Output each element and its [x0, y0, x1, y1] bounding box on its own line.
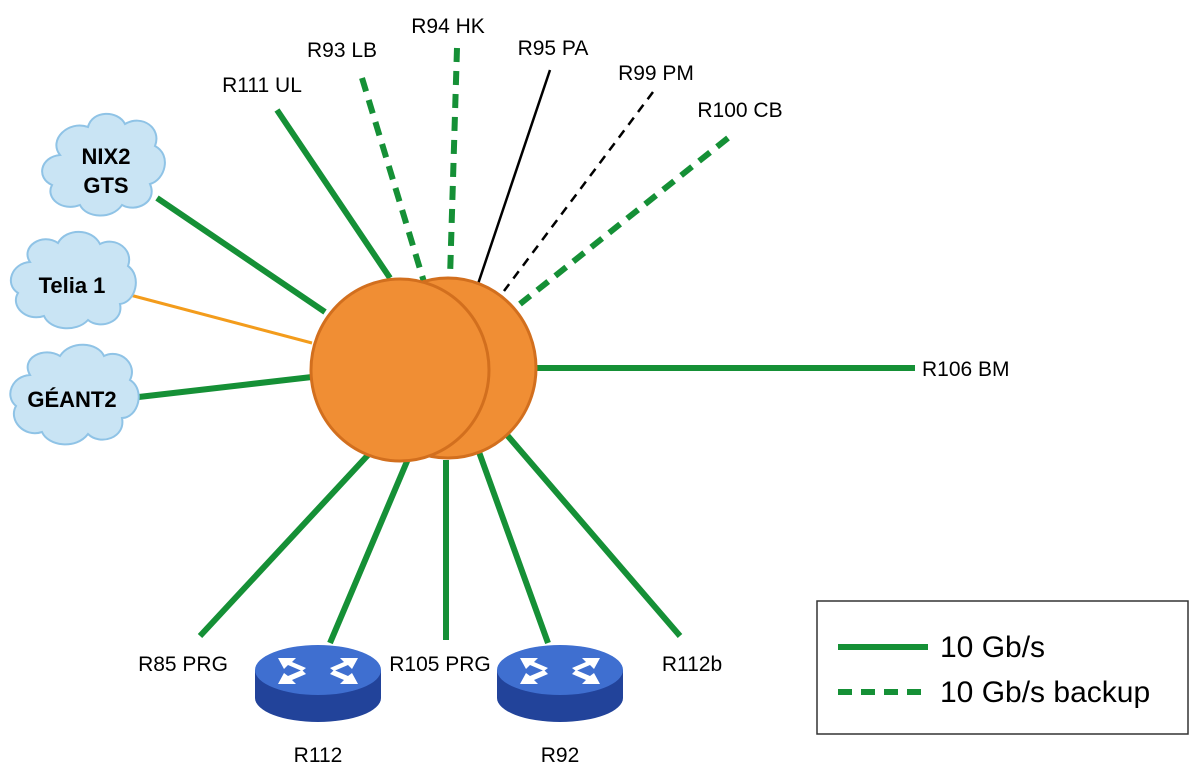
core-node	[309, 276, 538, 463]
link-r112	[327, 457, 411, 645]
label-r100: R100 CB	[697, 99, 782, 122]
label-r85: R85 PRG	[138, 653, 228, 676]
link-r100	[518, 135, 730, 307]
label-r99: R99 PM	[618, 62, 694, 85]
label-r95: R95 PA	[518, 37, 589, 60]
legend-solid-label: 10 Gb/s	[940, 631, 1045, 664]
legend: 10 Gb/s 10 Gb/s backup	[816, 600, 1189, 735]
link-geant2	[129, 374, 313, 401]
links-group	[129, 47, 915, 645]
link-r111	[274, 108, 393, 280]
link-nix2	[155, 195, 327, 315]
label-r106: R106 BM	[922, 358, 1010, 381]
router-r112-label: R112	[294, 744, 343, 767]
link-r85	[197, 452, 371, 639]
label-r112b: R112b	[662, 653, 722, 676]
cloud-nix2: NIX2 GTS	[41, 112, 166, 217]
label-r94: R94 HK	[411, 15, 485, 38]
link-r112b	[504, 433, 683, 638]
label-r93: R93 LB	[307, 39, 377, 62]
cloud-nix2-line1: NIX2	[82, 144, 131, 169]
link-r95	[476, 69, 552, 285]
link-telia	[129, 293, 313, 345]
cloud-geant2-label: GÉANT2	[27, 387, 116, 412]
core-circle-front	[309, 277, 491, 463]
link-r94	[447, 47, 460, 279]
legend-box	[816, 600, 1189, 735]
cloud-geant2: GÉANT2	[9, 343, 140, 446]
router-r92-label: R92	[541, 744, 580, 767]
label-r111: R111 UL	[222, 74, 302, 97]
legend-dashed-label: 10 Gb/s backup	[940, 676, 1150, 709]
router-r112: R112	[255, 645, 381, 767]
router-r92: R92	[497, 645, 623, 767]
cloud-nix2-line2: GTS	[83, 173, 128, 198]
link-r93	[359, 77, 427, 283]
cloud-telia: Telia 1	[9, 230, 137, 330]
label-r105: R105 PRG	[389, 653, 491, 676]
link-r92	[476, 450, 551, 645]
cloud-telia-label: Telia 1	[39, 273, 106, 298]
